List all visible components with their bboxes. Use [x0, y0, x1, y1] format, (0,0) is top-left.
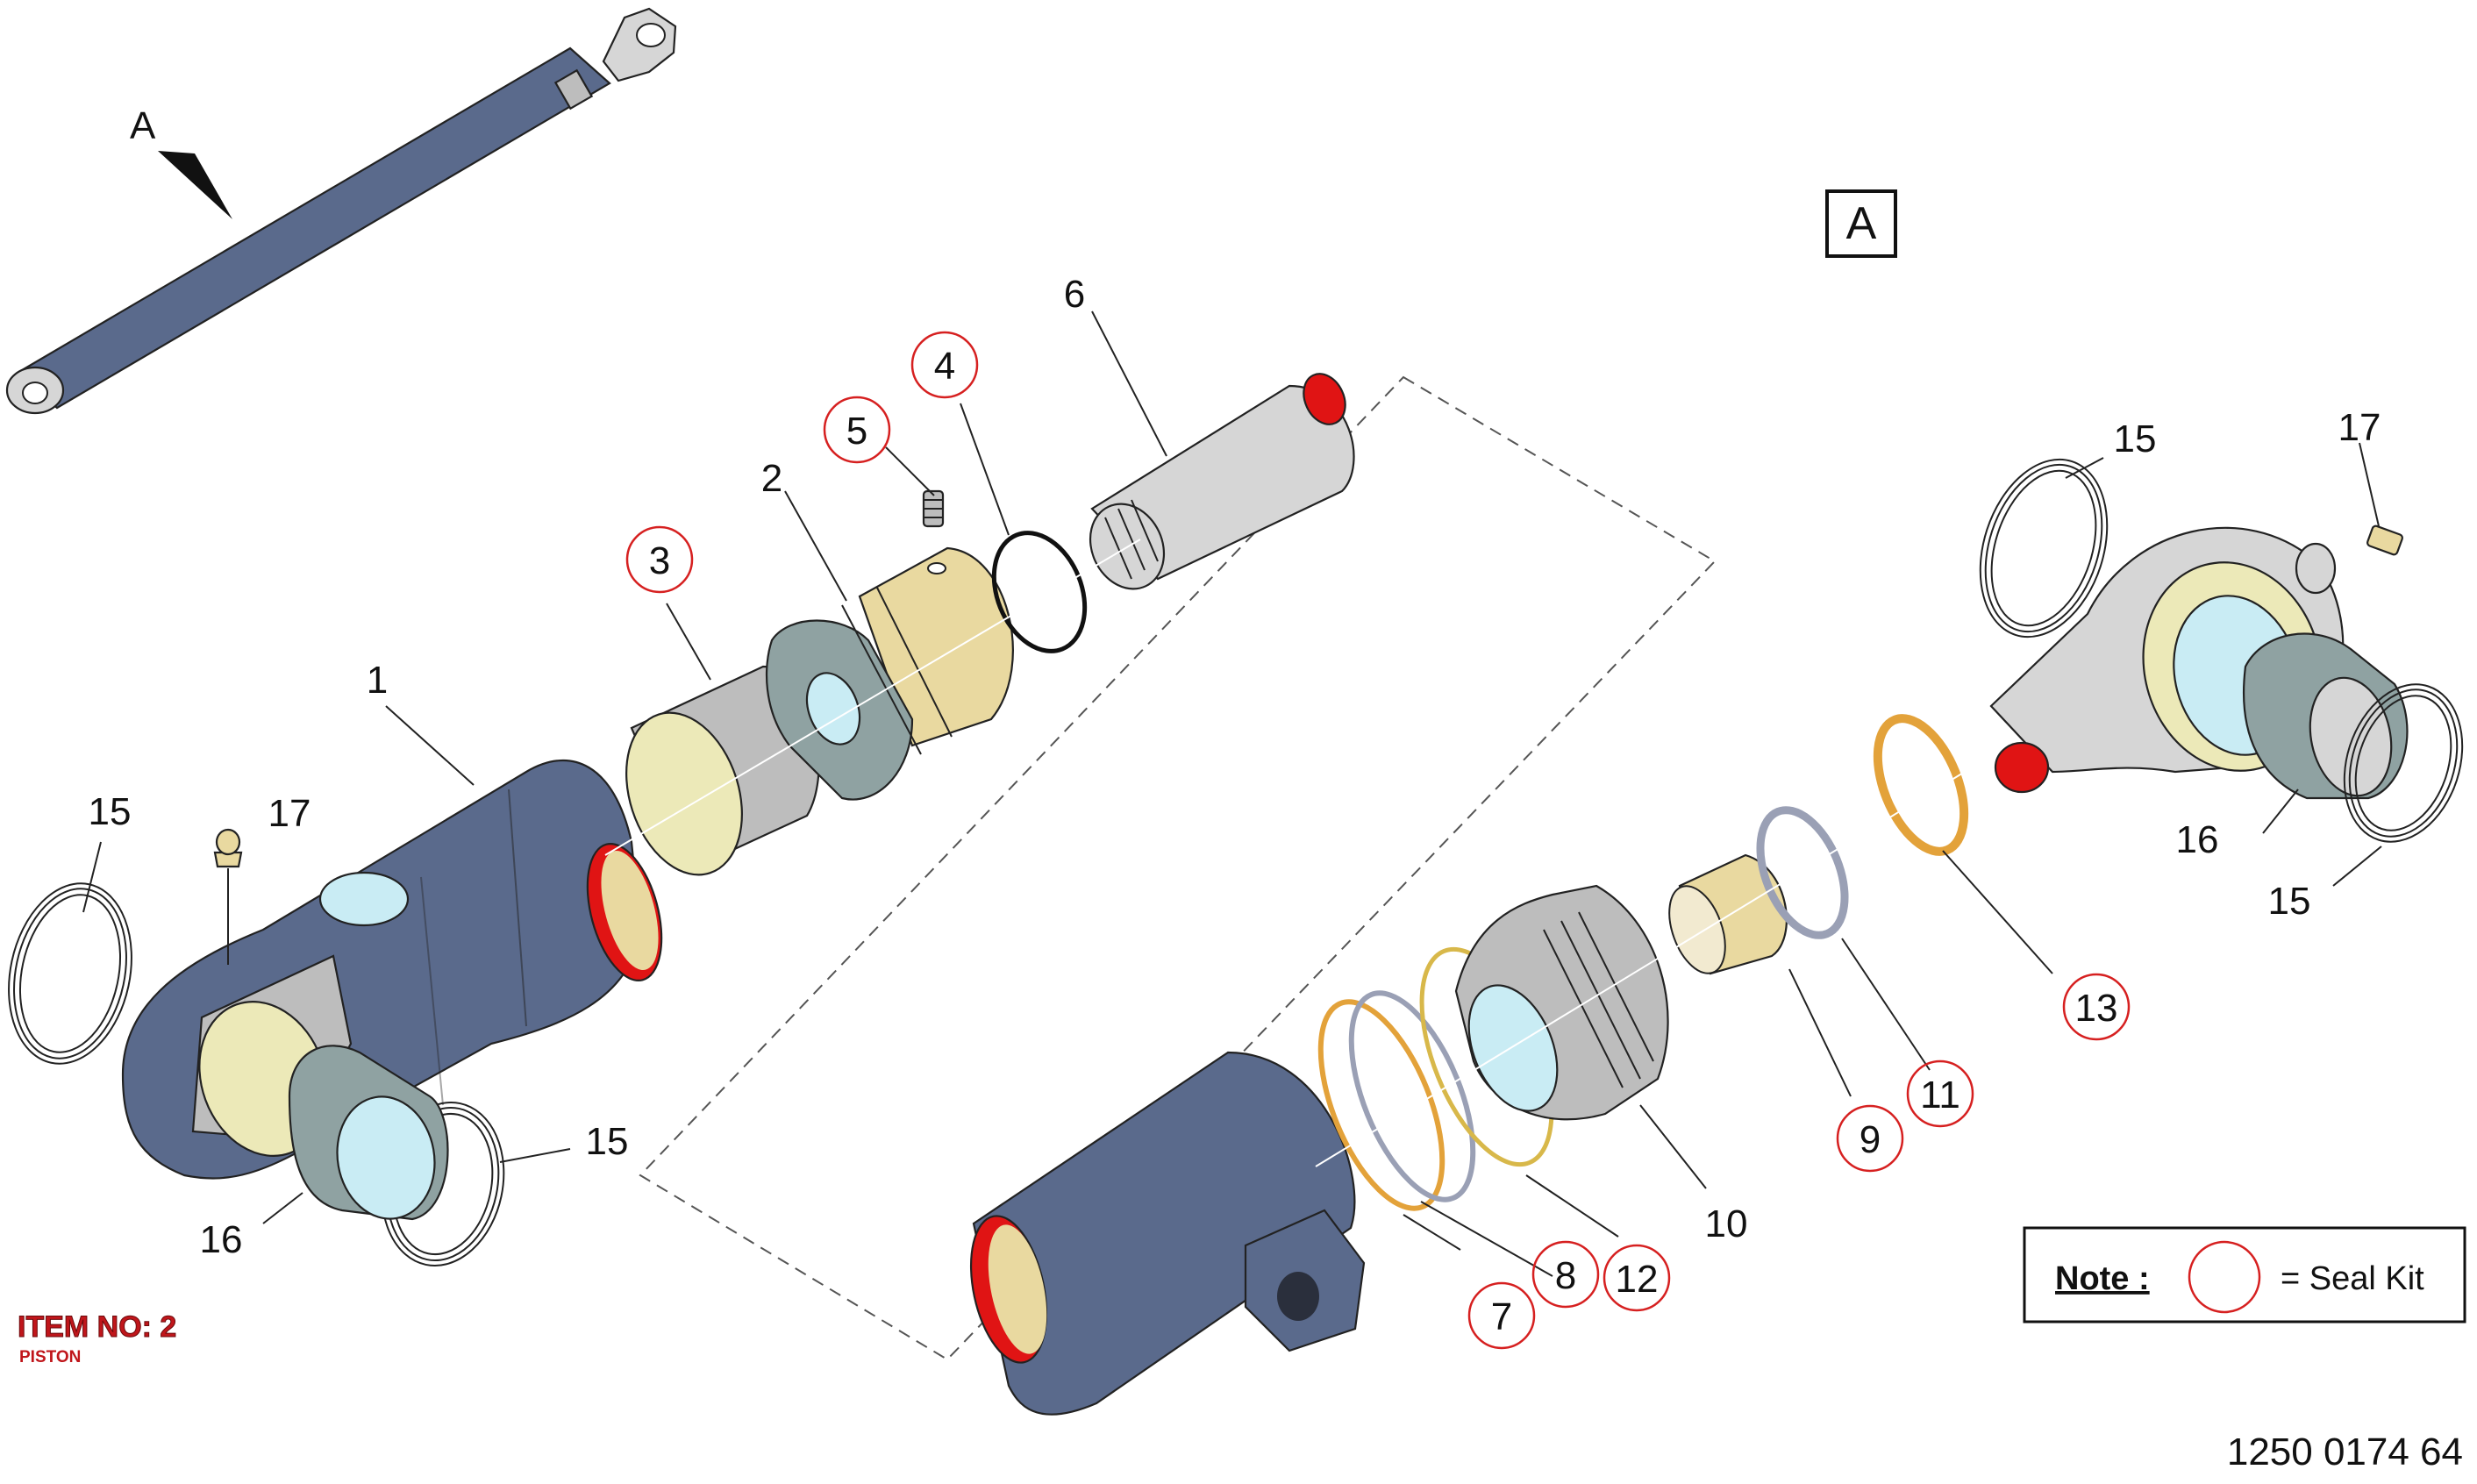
part-label-12-seal-kit: 12 — [1603, 1244, 1671, 1312]
part-7-seal — [1317, 999, 1446, 1211]
svg-text:6: 6 — [1064, 273, 1085, 316]
part-label-13-seal-kit: 13 — [2062, 973, 2131, 1041]
seal-kit-symbol — [2188, 1240, 2261, 1314]
view-label-box — [1825, 189, 1897, 258]
part-label-7-seal-kit: 7 — [1467, 1281, 1536, 1350]
item-title: ITEM NO: 2 — [18, 1310, 176, 1344]
svg-text:17: 17 — [2338, 406, 2381, 449]
svg-text:12: 12 — [1616, 1258, 1659, 1301]
part-label-15-right-lower: 15 — [2268, 880, 2311, 923]
part-label-15-left-outer: 15 — [89, 790, 132, 833]
part-11-wiper — [1756, 806, 1849, 939]
part-label-17-right: 17 — [2338, 406, 2381, 449]
overview-arrow-label: A — [130, 104, 156, 147]
part-6-piston-rod — [1089, 373, 1355, 590]
part-3-sleeve — [625, 665, 820, 876]
part-17-grease-nipple-right — [2366, 524, 2403, 556]
note-legend: Note : = Seal Kit — [2023, 1226, 2466, 1323]
part-label-17-left: 17 — [268, 792, 311, 835]
svg-text:8: 8 — [1555, 1254, 1576, 1297]
svg-text:1: 1 — [367, 659, 388, 702]
center-axis-lines — [604, 539, 1966, 1167]
part-label-4-seal-kit: 4 — [910, 331, 979, 399]
part-label-2: 2 — [761, 457, 782, 500]
svg-text:15: 15 — [586, 1120, 629, 1163]
overview-cylinder — [5, 7, 677, 415]
svg-text:16: 16 — [2176, 818, 2219, 861]
svg-text:4: 4 — [934, 345, 955, 388]
part-10-gland — [1454, 884, 1669, 1121]
part-label-8-seal-kit: 8 — [1531, 1240, 1600, 1309]
svg-text:16: 16 — [200, 1218, 243, 1261]
part-15-circlip-right-lower — [2343, 683, 2464, 843]
note-text: = Seal Kit — [2281, 1260, 2424, 1297]
svg-text:7: 7 — [1491, 1295, 1512, 1338]
part-15-circlip-left-outer — [8, 882, 132, 1065]
part-8-ring — [1348, 990, 1476, 1202]
item-subtitle: PISTON — [19, 1348, 81, 1366]
svg-text:10: 10 — [1705, 1202, 1748, 1245]
part-label-9-seal-kit: 9 — [1836, 1104, 1904, 1173]
svg-text:9: 9 — [1860, 1118, 1881, 1161]
drawing-number: 1250 0174 64 — [2227, 1430, 2463, 1473]
part-label-16-left: 16 — [200, 1218, 243, 1261]
svg-text:5: 5 — [846, 410, 867, 453]
part-label-6: 6 — [1064, 273, 1085, 316]
svg-text:15: 15 — [89, 790, 132, 833]
svg-text:2: 2 — [761, 457, 782, 500]
svg-text:15: 15 — [2114, 417, 2157, 460]
part-13-ring — [1873, 714, 1969, 856]
part-label-3-seal-kit: 3 — [625, 525, 694, 594]
part-label-15-right-upper: 15 — [2114, 417, 2157, 460]
part-label-1: 1 — [367, 659, 388, 702]
view-label: A — [1846, 198, 1877, 249]
part-5-set-screw — [922, 489, 945, 528]
part-label-5-seal-kit: 5 — [823, 396, 891, 464]
barrel-tube — [969, 1051, 1366, 1416]
part-label-11-seal-kit: 11 — [1906, 1059, 1974, 1128]
svg-text:11: 11 — [1920, 1074, 1960, 1117]
svg-text:15: 15 — [2268, 880, 2311, 923]
part-16-bushing-left — [288, 1045, 449, 1221]
part-label-15-left-inner: 15 — [586, 1120, 629, 1163]
svg-text:3: 3 — [649, 539, 670, 582]
leader-lines — [82, 310, 2382, 1277]
part-2-piston — [765, 546, 1014, 801]
svg-text:17: 17 — [268, 792, 311, 835]
note-label: Note : — [2055, 1260, 2150, 1297]
view-arrow — [158, 151, 232, 219]
part-17-grease-nipple-left — [213, 828, 243, 965]
part-label-16-right: 16 — [2176, 818, 2219, 861]
part-16-bushing-right — [2243, 632, 2409, 800]
part-9-bushing — [1668, 853, 1788, 975]
svg-text:13: 13 — [2075, 987, 2118, 1030]
part-label-10: 10 — [1705, 1202, 1748, 1245]
part-15-circlip-right-upper — [1979, 458, 2109, 639]
